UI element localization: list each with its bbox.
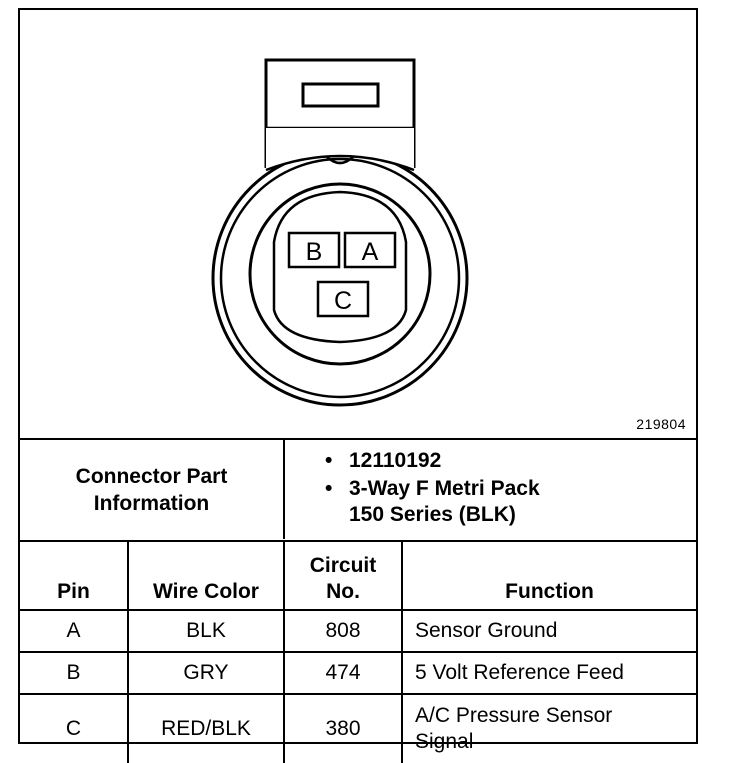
function-cell: Sensor Ground [401, 609, 696, 653]
function-line1: A/C Pressure Sensor [415, 704, 613, 727]
cavity-a: A [343, 231, 397, 269]
bullet-icon: • [325, 449, 333, 472]
function-cell: A/C Pressure Sensor Signal [401, 693, 696, 763]
part-description-item: • 3-Way F Metri Pack [325, 476, 696, 502]
figure-number: 219804 [636, 416, 686, 432]
table-row: C RED/BLK 380 A/C Pressure Sensor Signal [20, 693, 696, 763]
cavity-b-label: B [306, 238, 323, 266]
circuit-cell: 474 [283, 651, 403, 695]
keying-notch [325, 155, 355, 165]
wire-color-cell: BLK [127, 609, 285, 653]
part-number-item: • 12110192 [325, 448, 696, 474]
part-description-line2: 150 Series (BLK) [349, 503, 516, 526]
part-number: 12110192 [349, 449, 442, 472]
terminal-block [272, 190, 408, 344]
part-info-label-line2: Information [93, 491, 210, 515]
cavity-c: C [316, 280, 370, 318]
connector-face-drawing: B A C [211, 58, 469, 407]
header-function: Function [401, 540, 696, 611]
header-circuit: Circuit No. [283, 540, 403, 611]
circuit-cell: 380 [283, 693, 403, 763]
part-info-label-line1: Connector Part [75, 464, 228, 488]
header-pin: Pin [20, 540, 129, 611]
header-circuit-line2: No. [326, 580, 360, 603]
cavity-a-label: A [362, 238, 379, 266]
cavity-b: B [287, 231, 341, 269]
part-info-label: Connector Part Information [20, 438, 285, 539]
connector-insert-ring [248, 182, 432, 366]
pin-cell: A [20, 609, 129, 653]
connector-diagram: B A C 219804 [20, 10, 696, 438]
header-circuit-line1: Circuit [309, 554, 377, 577]
connector-part-info: Connector Part Information • 12110192 • 3-… [20, 438, 696, 539]
connector-outer-rim [219, 157, 461, 399]
pin-cell: B [20, 651, 129, 695]
wire-color-cell: GRY [127, 651, 285, 695]
bullet-icon: • [325, 477, 333, 500]
wire-color-cell: RED/BLK [127, 693, 285, 763]
function-line2: Signal [415, 730, 474, 753]
pin-table: Pin Wire Color Circuit No. Function A BL… [20, 540, 696, 763]
part-description-line1: 3-Way F Metri Pack [349, 477, 540, 500]
function-cell: 5 Volt Reference Feed [401, 651, 696, 695]
circuit-cell: 808 [283, 609, 403, 653]
pin-cell: C [20, 693, 129, 763]
cavity-c-label: C [334, 287, 352, 315]
part-info-details: • 12110192 • 3-Way F Metri Pack 150 Series… [284, 438, 696, 539]
table-row: B GRY 474 5 Volt Reference Feed [20, 651, 696, 695]
table-row: A BLK 808 Sensor Ground [20, 609, 696, 653]
header-wire-color: Wire Color [127, 540, 285, 611]
connector-sheet: B A C 219804 Connector Part Information … [18, 8, 698, 763]
pin-table-header: Pin Wire Color Circuit No. Function [20, 540, 696, 611]
